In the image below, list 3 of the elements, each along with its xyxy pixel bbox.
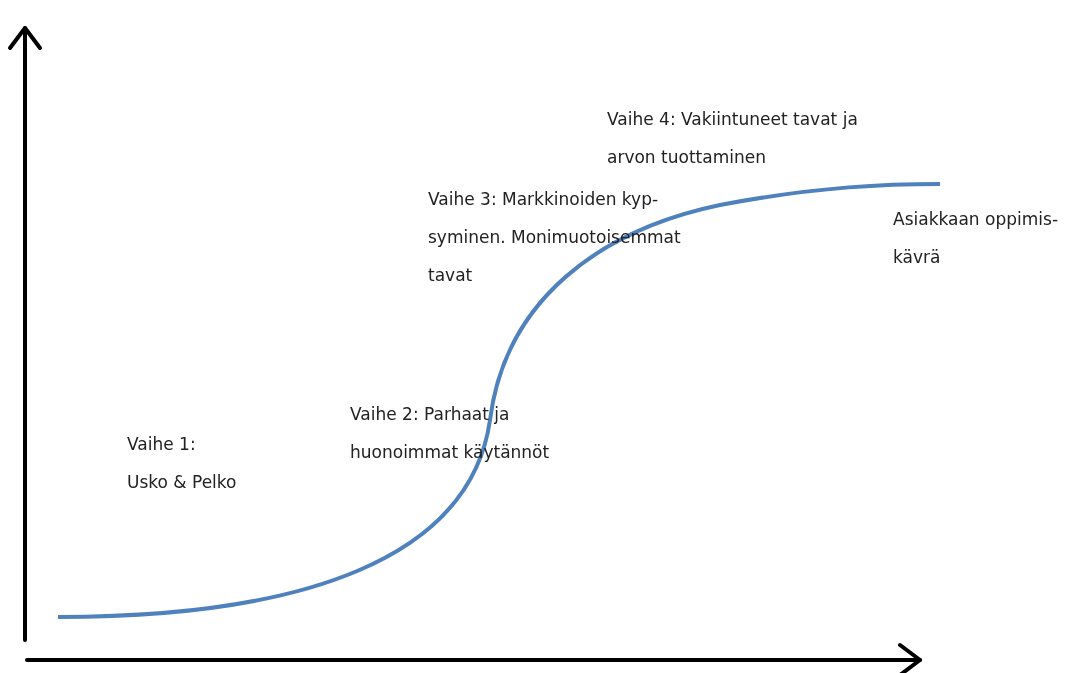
phase-label: Asiakkaan oppimis- kävrä: [893, 208, 1059, 269]
phase-label: Vaihe 4: Vakiintuneet tavat ja arvon tuottaminen: [607, 108, 859, 169]
phase-label: Vaihe 1: Usko & Pelko: [127, 433, 237, 494]
